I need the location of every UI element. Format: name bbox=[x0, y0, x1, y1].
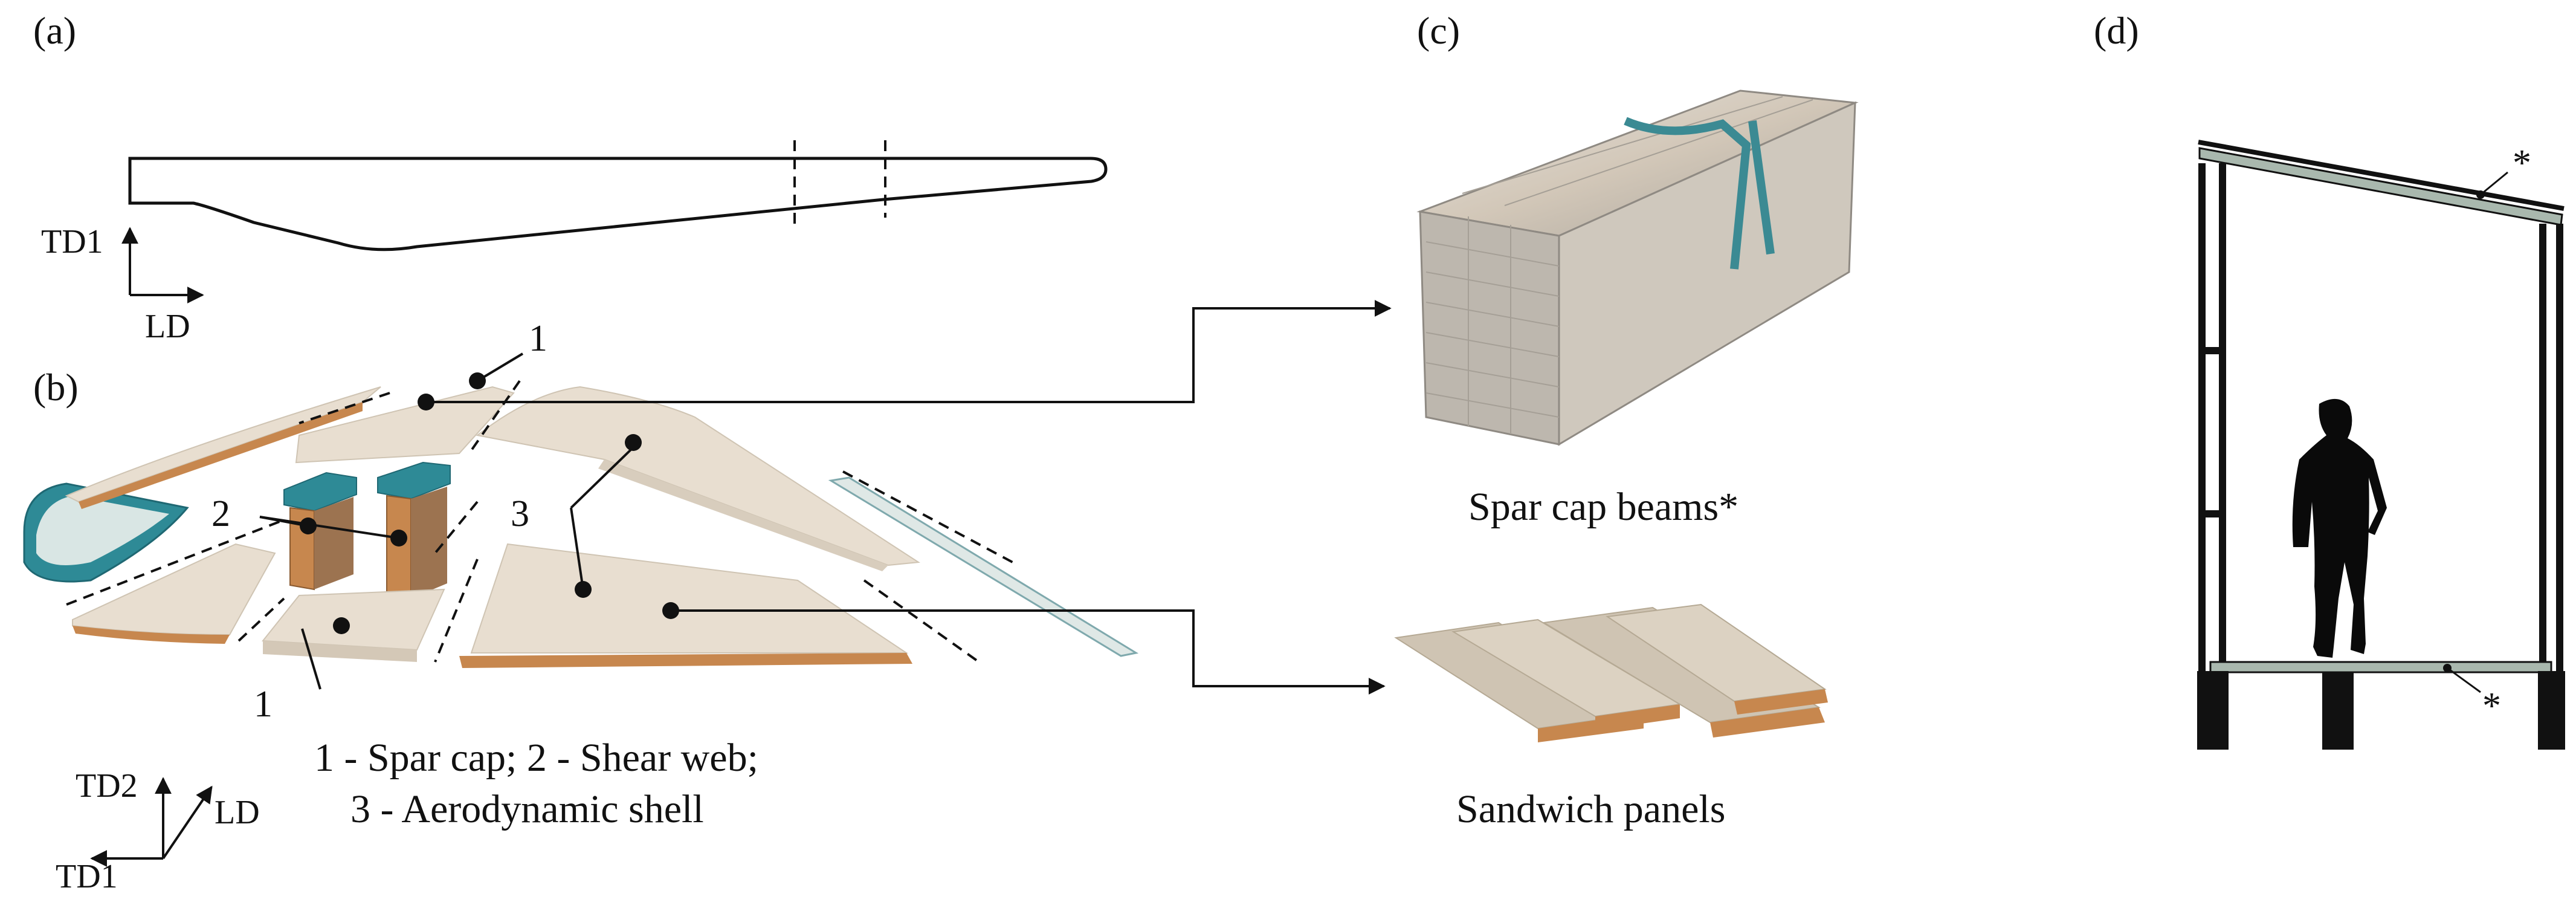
floor-panel bbox=[2209, 661, 2552, 673]
callout-dot-1-top bbox=[469, 372, 486, 389]
panel-d: (d) * * bbox=[2094, 9, 2565, 750]
panel-b: (b) bbox=[23, 318, 1139, 895]
shell-lower-left-core bbox=[73, 626, 230, 644]
sandwich-panels bbox=[1394, 603, 1828, 742]
aero-shell-bottom bbox=[470, 543, 909, 654]
callout-dot-1-bottom bbox=[333, 617, 350, 634]
callout-dot-2-left bbox=[300, 517, 317, 534]
aero-shell-top bbox=[476, 386, 920, 566]
axis-arrow-ld-diag bbox=[162, 785, 213, 860]
spar-cap-bottom bbox=[262, 588, 445, 651]
asterisk-floor: * bbox=[2482, 686, 2501, 727]
axis-label-ld-diag: LD bbox=[215, 794, 260, 831]
blade-planform bbox=[128, 157, 1108, 251]
aero-shell-bottom-core bbox=[459, 653, 912, 668]
axis-label-ld: LD bbox=[145, 308, 190, 345]
foundation-right bbox=[2538, 671, 2565, 750]
label-sandwich-panels: Sandwich panels bbox=[1456, 787, 1725, 831]
legend-line-1: 1 - Spar cap; 2 - Shear web; bbox=[314, 736, 758, 780]
asterisk-dot-roof bbox=[2476, 190, 2485, 199]
panel-label-c: (c) bbox=[1417, 9, 1460, 52]
left-wall bbox=[2198, 163, 2226, 750]
panel-label-b: (b) bbox=[33, 366, 79, 409]
spar-cap-beams-stack bbox=[1416, 89, 1859, 446]
aero-shell-top-core bbox=[598, 459, 888, 571]
leading-edge-shell-inner bbox=[36, 496, 169, 565]
panel-label-d: (d) bbox=[2094, 9, 2139, 52]
spar-cap-bottom-side bbox=[263, 641, 417, 662]
axis-label-td2: TD2 bbox=[76, 767, 138, 805]
axis-label-td1: TD1 bbox=[41, 223, 103, 261]
foundation-center bbox=[2322, 672, 2354, 750]
spar-cap-top bbox=[295, 386, 515, 464]
roof-panel bbox=[2198, 147, 2563, 226]
human-silhouette bbox=[2292, 398, 2387, 658]
marker-shear-web: 2 bbox=[211, 493, 230, 534]
separator-lines bbox=[66, 380, 1019, 663]
axis-label-td1-left: TD1 bbox=[56, 858, 118, 895]
shell-upper-left-core bbox=[79, 402, 363, 509]
callouts bbox=[259, 352, 679, 690]
callout-dot-2-right bbox=[390, 530, 407, 547]
strap bbox=[1624, 117, 1775, 270]
panel-c: (c) Spar cap beams* bbox=[1394, 9, 1859, 831]
asterisk-roof: * bbox=[2513, 143, 2531, 184]
panel-label-a: (a) bbox=[33, 9, 76, 52]
legend-line-2: 3 - Aerodynamic shell bbox=[350, 787, 704, 831]
shell-upper-left bbox=[65, 386, 381, 503]
marker-aero-shell: 3 bbox=[511, 493, 529, 534]
connectors bbox=[426, 300, 1392, 695]
marker-spar-cap-top: 1 bbox=[529, 318, 547, 359]
callout-dot-3-bottom bbox=[575, 581, 592, 598]
shear-web-right bbox=[377, 461, 451, 600]
marker-spar-cap-bottom: 1 bbox=[254, 684, 273, 725]
roof-line bbox=[2198, 140, 2565, 211]
panel-a: (a) TD1 LD bbox=[33, 9, 1108, 345]
callout-dot-3-top bbox=[625, 434, 642, 451]
label-spar-cap-beams: Spar cap beams* bbox=[1468, 485, 1738, 529]
foundation-left bbox=[2197, 671, 2229, 750]
asterisk-dot-floor bbox=[2443, 664, 2452, 672]
